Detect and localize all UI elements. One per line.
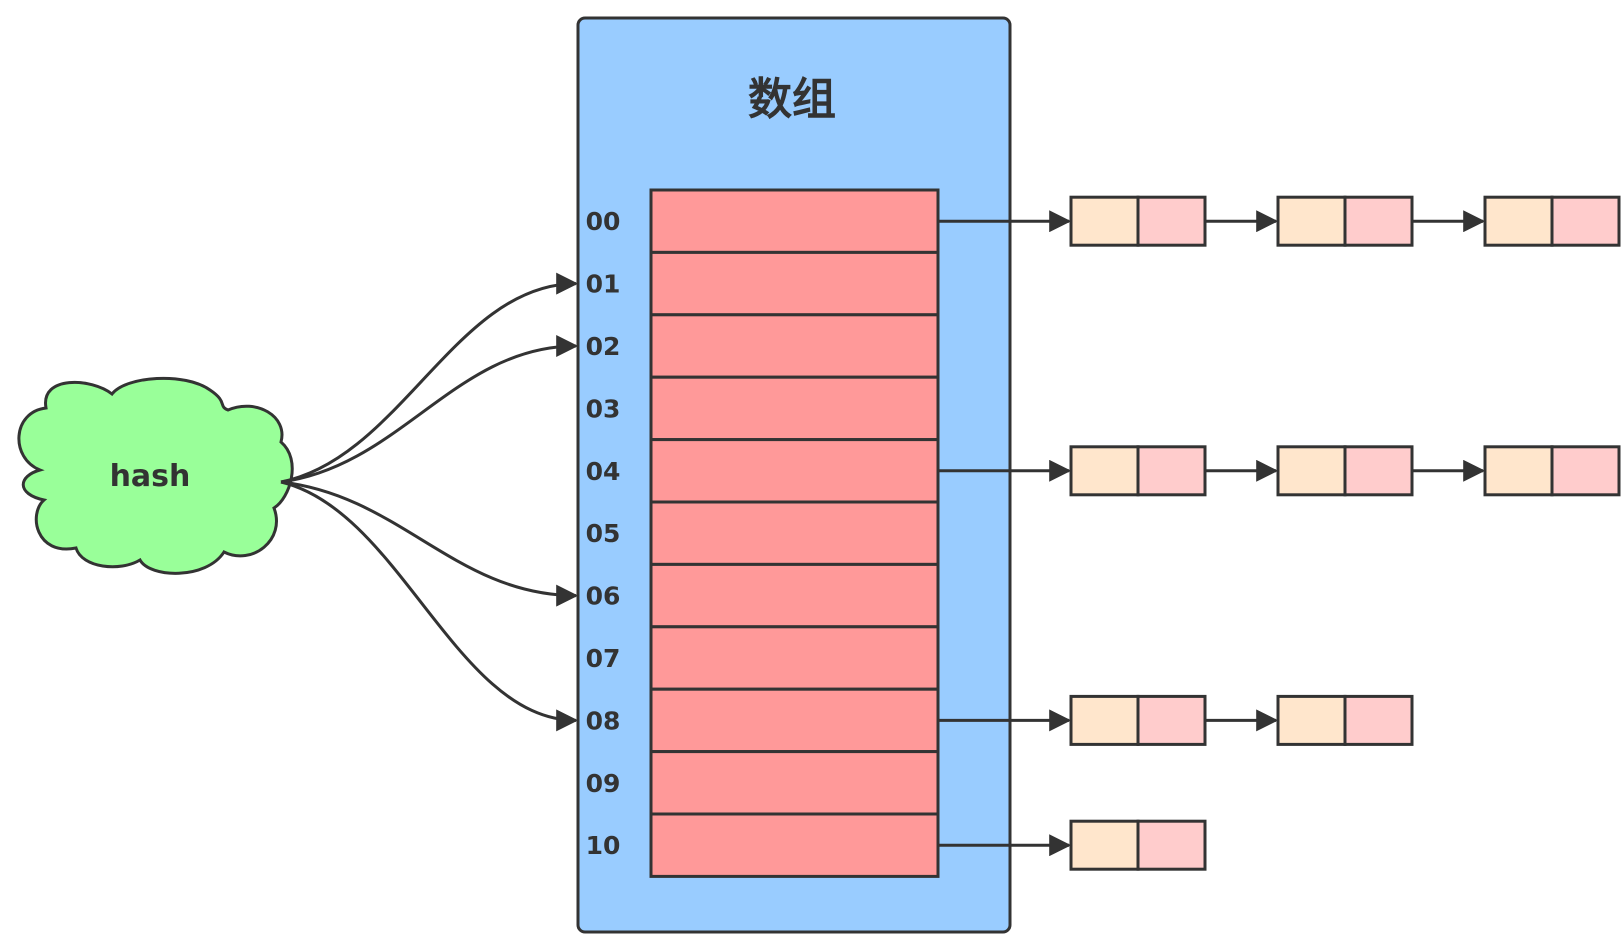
node-key-cell <box>1069 819 1140 871</box>
array-slot-08 <box>649 687 940 754</box>
array-slot-00 <box>649 188 940 254</box>
node-value-cell <box>1550 445 1621 497</box>
array-slot-06 <box>649 562 940 629</box>
node-key-cell <box>1483 445 1554 497</box>
hash-arrow-to-08 <box>280 480 579 732</box>
index-label-10: 10 <box>586 831 621 860</box>
node-key-cell <box>1276 445 1347 497</box>
index-label-04: 04 <box>586 457 621 486</box>
node-value-cell <box>1136 445 1207 497</box>
chain-00 <box>938 195 1621 247</box>
node-key-cell <box>1276 694 1347 746</box>
node-key-cell <box>1483 195 1554 247</box>
node-value-cell <box>1550 195 1621 247</box>
node-value-cell <box>1136 195 1207 247</box>
node-value-cell <box>1343 195 1414 247</box>
hash-arrow-to-01 <box>280 272 579 484</box>
array-slot-10 <box>649 812 940 878</box>
hash-cloud: hash <box>17 376 294 575</box>
array-slot-04 <box>649 438 940 504</box>
array-slot-02 <box>649 313 940 379</box>
index-label-03: 03 <box>586 394 621 423</box>
node-key-cell <box>1069 445 1140 497</box>
array-slot-07 <box>649 625 940 691</box>
chain-10 <box>938 819 1207 871</box>
hash-arrow-to-02 <box>280 335 579 484</box>
index-label-00: 00 <box>586 207 621 236</box>
index-label-07: 07 <box>586 644 621 673</box>
node-value-cell <box>1136 694 1207 746</box>
array-slot-09 <box>649 750 940 816</box>
list-node <box>1276 694 1414 746</box>
index-label-06: 06 <box>586 582 621 611</box>
list-node <box>1276 195 1414 247</box>
list-node <box>1483 445 1621 497</box>
node-key-cell <box>1276 195 1347 247</box>
list-node <box>1276 445 1414 497</box>
node-key-cell <box>1069 694 1140 746</box>
index-label-01: 01 <box>586 270 621 299</box>
list-node <box>1069 694 1207 746</box>
list-node <box>1069 819 1207 871</box>
array-slots <box>649 188 940 878</box>
array-slot-05 <box>649 500 940 566</box>
chain-08 <box>938 694 1414 746</box>
node-key-cell <box>1069 195 1140 247</box>
list-node <box>1069 445 1207 497</box>
array-title: 数组 <box>748 74 836 125</box>
linked-lists <box>938 195 1621 871</box>
hash-label: hash <box>110 459 191 494</box>
node-value-cell <box>1343 445 1414 497</box>
index-label-09: 09 <box>586 769 621 798</box>
index-label-02: 02 <box>586 332 621 361</box>
hash-arrows <box>280 272 579 732</box>
array-slot-03 <box>649 375 940 442</box>
array-slot-01 <box>649 250 940 317</box>
hash-arrow-to-06 <box>280 480 579 607</box>
index-label-05: 05 <box>586 519 621 548</box>
chain-04 <box>938 445 1621 497</box>
node-value-cell <box>1136 819 1207 871</box>
list-node <box>1483 195 1621 247</box>
index-label-08: 08 <box>586 706 621 735</box>
array-index-labels: 00 01 02 03 04 05 06 07 08 09 10 <box>586 207 621 860</box>
list-node <box>1069 195 1207 247</box>
node-value-cell <box>1343 694 1414 746</box>
